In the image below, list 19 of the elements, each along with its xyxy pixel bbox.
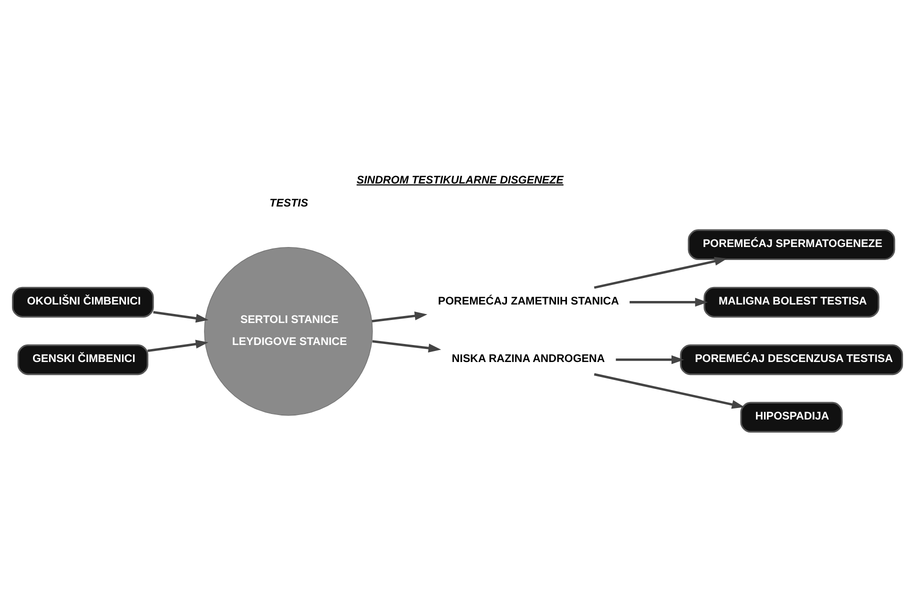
node-box: OKOLIŠNI ČIMBENICI	[12, 286, 154, 318]
arrow	[594, 256, 728, 288]
node-box: POREMEĆAJ SPERMATOGENEZE	[688, 228, 896, 260]
node-circle: SERTOLI STANICE LEYDIGOVE STANICE	[204, 246, 373, 416]
node-box: POREMEĆAJ DESCENZUSA TESTISA	[680, 344, 904, 375]
node-text: POREMEĆAJ ZAMETNIH STANICA	[438, 294, 619, 307]
node-text: NISKA RAZINA ANDROGENA	[452, 352, 605, 364]
arrow	[372, 311, 428, 322]
arrow	[372, 340, 442, 352]
node-box: MALIGNA BOLEST TESTISA	[704, 286, 880, 318]
arrow	[616, 354, 684, 364]
arrow	[148, 339, 208, 352]
node-box: HIPOSPADIJA	[740, 401, 843, 432]
node-label: TESTIS	[270, 197, 308, 210]
node-box: GENSKI ČIMBENICI	[18, 344, 148, 375]
arrow	[630, 297, 708, 306]
diagram-title: SINDROM TESTIKULARNE DISGENEZE	[356, 174, 564, 186]
arrow	[153, 310, 209, 322]
arrow	[594, 372, 745, 408]
